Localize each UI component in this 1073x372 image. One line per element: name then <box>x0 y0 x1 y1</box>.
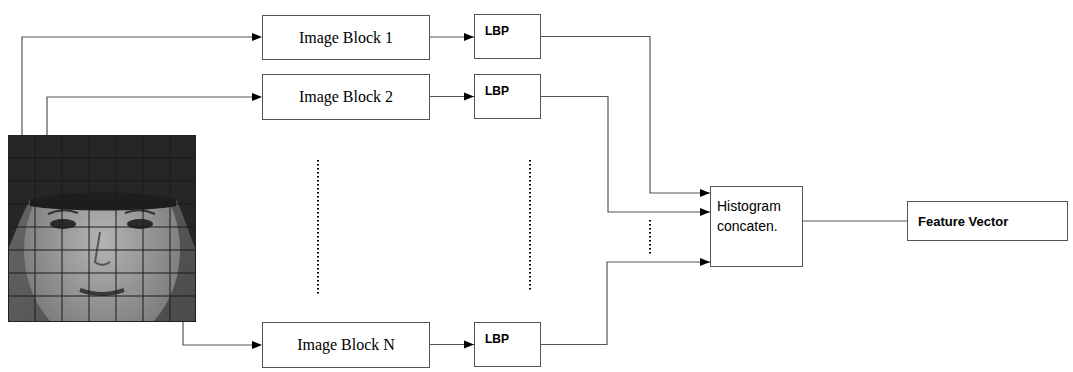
node-label: Image Block N <box>297 336 395 354</box>
connector-arrow <box>541 37 710 198</box>
feature-vector-box: Feature Vector <box>907 201 1068 241</box>
connector-arrow <box>430 341 474 349</box>
node-label: Histogram concaten. <box>717 196 796 236</box>
connector-arrow <box>803 221 907 222</box>
photo-arrows <box>22 37 254 345</box>
ellipsis-dots <box>318 160 650 295</box>
node-label: LBP <box>485 84 509 98</box>
node-label: LBP <box>485 332 509 346</box>
photo-arrowheads <box>252 33 262 349</box>
lbp-box: LBP <box>474 14 541 59</box>
lbp-box: LBP <box>474 322 541 367</box>
connector-arrow <box>541 258 710 345</box>
node-label: Feature Vector <box>918 214 1008 229</box>
image-block: Image Block 1 <box>262 15 430 60</box>
connector-arrow <box>430 93 474 101</box>
connector-arrow <box>541 97 710 217</box>
node-label: LBP <box>485 24 509 38</box>
node-label: Image Block 1 <box>299 29 393 47</box>
image-block: Image Block 2 <box>262 74 430 120</box>
image-block: Image Block N <box>262 322 430 368</box>
node-label: Image Block 2 <box>299 88 393 106</box>
face-photo <box>8 135 196 322</box>
lbp-box: LBP <box>474 74 541 119</box>
connector-arrow <box>430 33 474 41</box>
histogram-box: Histogram concaten. <box>710 186 803 267</box>
